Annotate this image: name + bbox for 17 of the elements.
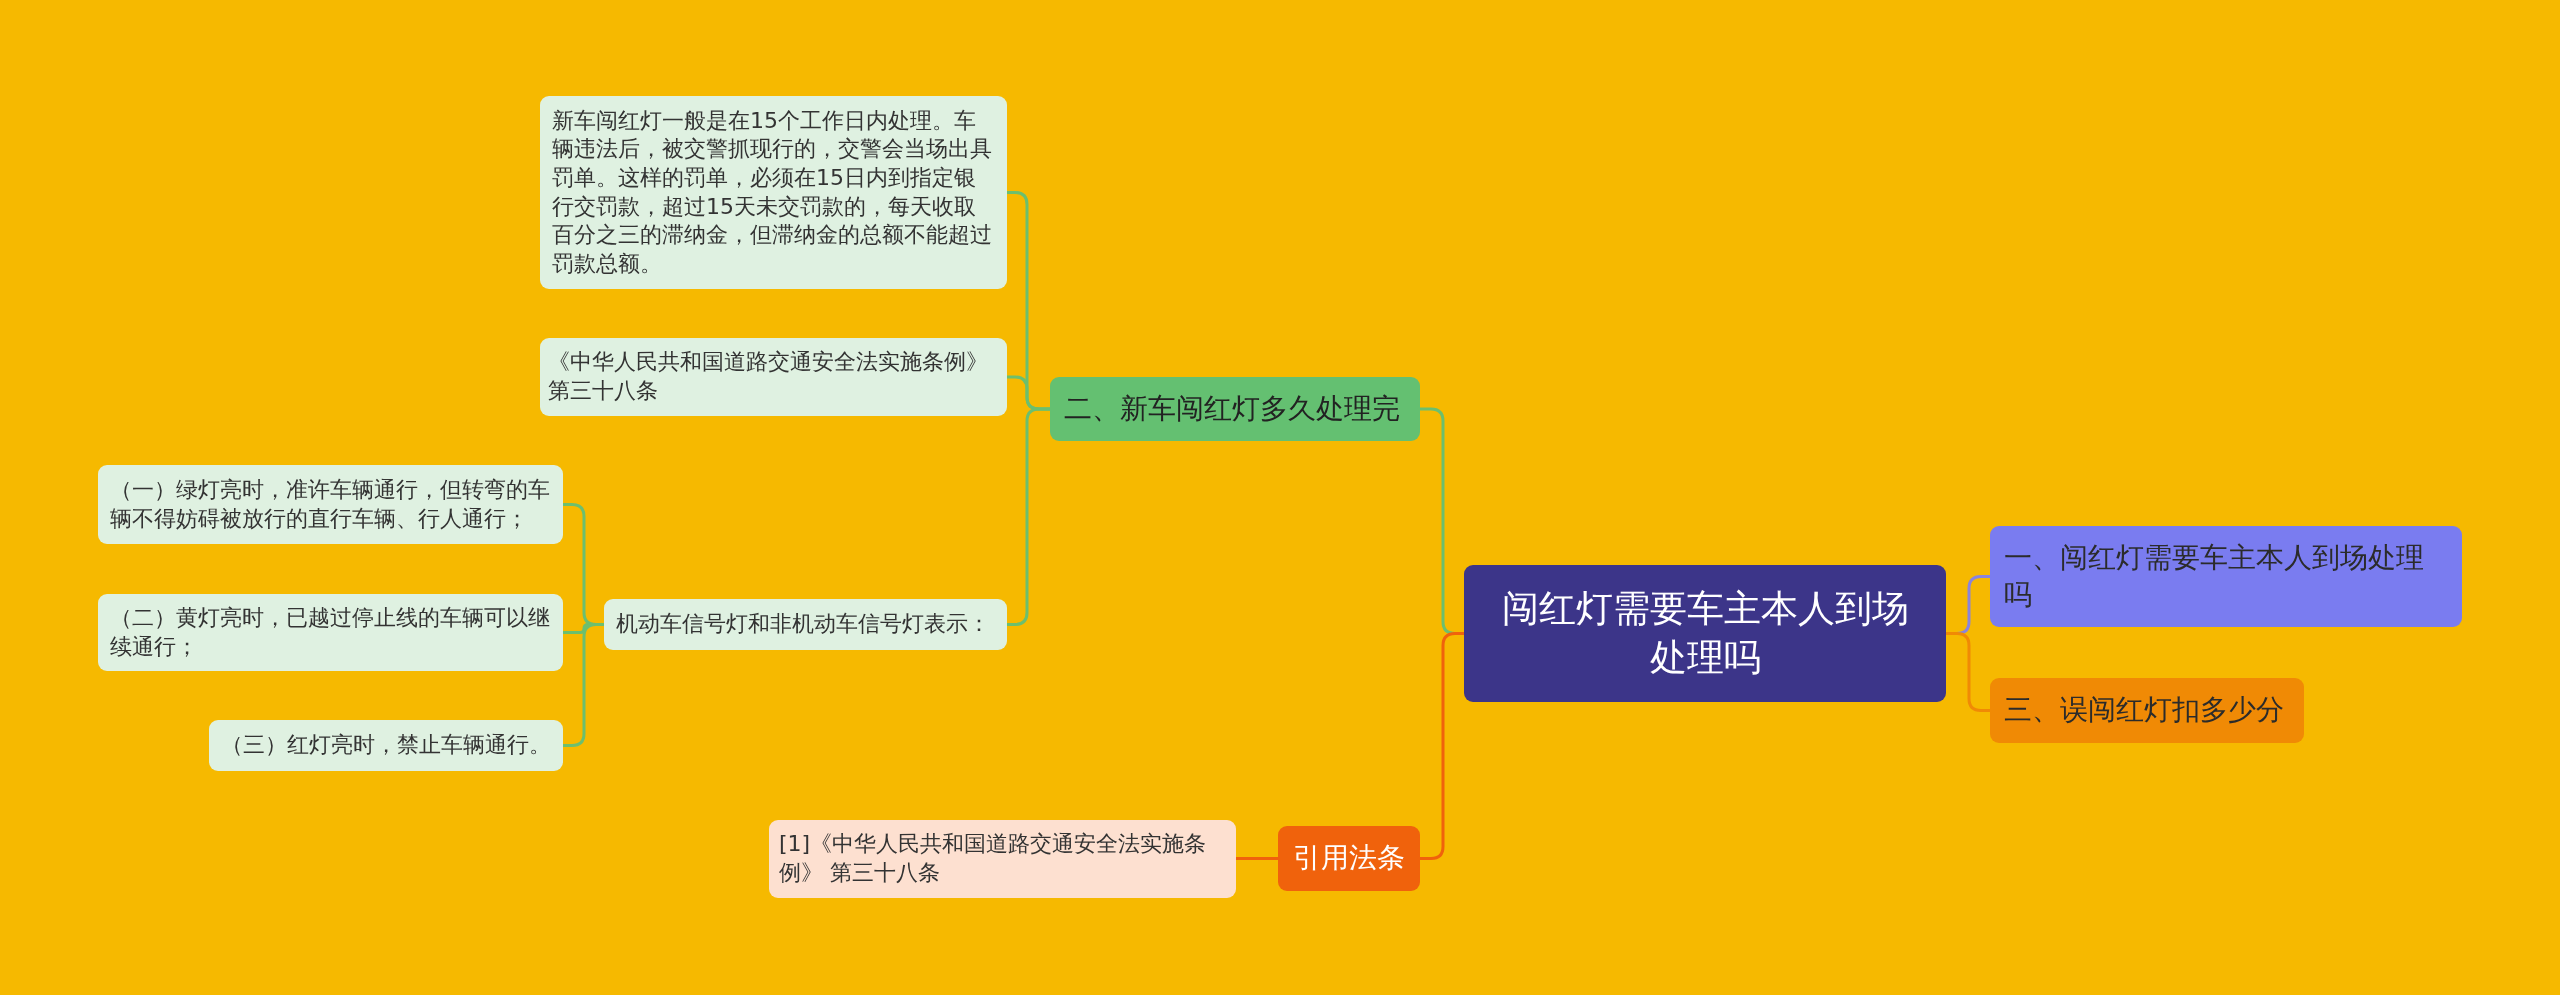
connector-line bbox=[1007, 407, 1050, 626]
topic-box: 一、闯红灯需要车主本人到场处理吗 bbox=[1990, 526, 2462, 627]
note-box: 《中华人民共和国道路交通安全法实施条例》第三十八条 bbox=[540, 338, 1007, 416]
note-box: （三）红灯亮时，禁止车辆通行。 bbox=[209, 720, 563, 771]
connector-line bbox=[1420, 632, 1464, 860]
connector-line bbox=[1236, 857, 1278, 860]
central-topic-box: 闯红灯需要车主本人到场处理吗 bbox=[1464, 565, 1946, 702]
note-box: （二）黄灯亮时，已越过停止线的车辆可以继续通行； bbox=[98, 594, 563, 671]
topic-box: 三、误闯红灯扣多少分 bbox=[1990, 678, 2304, 743]
note-box: 机动车信号灯和非机动车信号灯表示： bbox=[604, 599, 1007, 650]
connector-line bbox=[1946, 632, 1990, 712]
note-box: （一）绿灯亮时，准许车辆通行，但转弯的车辆不得妨碍被放行的直行车辆、行人通行； bbox=[98, 465, 563, 544]
connector-line bbox=[563, 623, 604, 747]
note-box: 新车闯红灯一般是在15个工作日内处理。车辆违法后，被交警抓现行的，交警会当场出具罚单。这样的罚单，必须在15日内到指定银行交罚款，超过15天未交罚款的，每天收取百分之三的滞纳金，但滞纳金的总额不能超过罚款总额。 bbox=[540, 96, 1007, 289]
topic-box: 二、新车闯红灯多久处理完 bbox=[1050, 377, 1420, 441]
topic-box: 引用法条 bbox=[1278, 826, 1420, 891]
note-box: [1]《中华人民共和国道路交通安全法实施条例》 第三十八条 bbox=[769, 820, 1236, 898]
